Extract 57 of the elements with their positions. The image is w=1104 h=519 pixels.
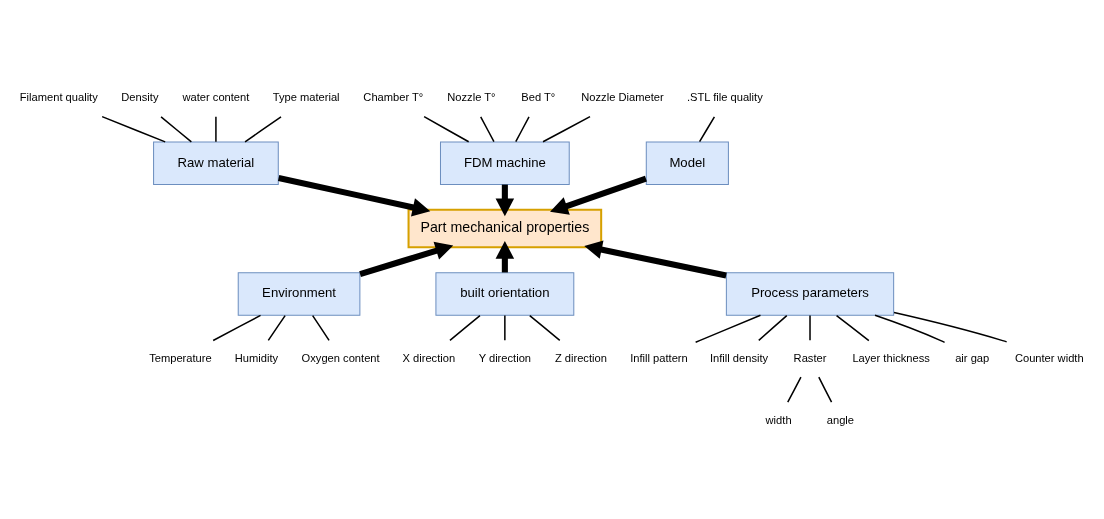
connector (515, 116, 530, 143)
node-text: Type material (272, 91, 340, 104)
connector (787, 376, 802, 403)
arrow (359, 241, 454, 278)
node-text: air gap (955, 351, 990, 364)
connector (893, 311, 1008, 343)
node-text: Infill pattern (630, 351, 688, 364)
connector (529, 314, 561, 342)
node-text: Oxygen content (301, 351, 380, 364)
connector (244, 116, 282, 143)
connector (874, 314, 946, 344)
connector (809, 314, 811, 342)
node-text: Chamber T° (363, 91, 424, 104)
node-text: Counter width (1014, 351, 1084, 364)
arrow (584, 240, 727, 279)
node-text: Raster (793, 351, 827, 364)
connector (311, 314, 330, 342)
connector (542, 115, 591, 143)
node-box: built orientation (435, 272, 575, 316)
node-box: Raw material (153, 141, 279, 185)
node-text: X direction (402, 351, 456, 364)
connector (694, 314, 762, 343)
connector (818, 376, 833, 403)
node-text: Density (121, 91, 159, 104)
connector (215, 116, 217, 143)
node-text: Z direction (554, 351, 607, 364)
connector (160, 116, 193, 143)
connector (504, 314, 506, 342)
node-box: Model (645, 141, 729, 185)
node-text: Nozzle T° (447, 91, 496, 104)
node-text: Humidity (234, 351, 279, 364)
node-text: Bed T° (521, 91, 556, 104)
connector (101, 115, 166, 143)
node-box: Environment (237, 272, 361, 316)
node-box: FDM machine (439, 141, 570, 185)
connector (449, 314, 481, 342)
node-text: Y direction (478, 351, 532, 364)
node-text: angle (826, 413, 855, 426)
node-text: Layer thickness (852, 351, 930, 364)
node-box: Process parameters (725, 272, 895, 316)
node-text: Infill density (709, 351, 769, 364)
connector (698, 116, 716, 143)
node-text: water content (182, 91, 250, 104)
connector (758, 314, 788, 342)
node-text: .STL file quality (686, 91, 763, 104)
arrow (277, 175, 431, 217)
arrow (550, 175, 647, 215)
node-text: Nozzle Diameter (581, 91, 664, 104)
node-text: Filament quality (19, 91, 98, 104)
node-text: Temperature (149, 351, 212, 364)
connector (835, 314, 870, 342)
node-text: width (765, 413, 792, 426)
connector (423, 115, 470, 143)
connector (212, 314, 262, 342)
node-box: Part mechanical properties (407, 208, 603, 249)
connector (479, 116, 495, 143)
connector (267, 314, 286, 342)
